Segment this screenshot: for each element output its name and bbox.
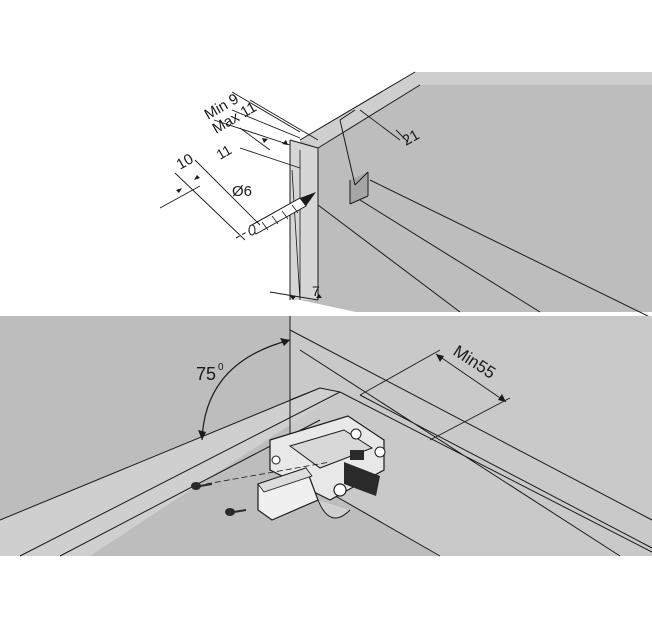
bottom-mounting-diagram: 75 0 Min55 (0, 316, 652, 557)
screw-icon (191, 482, 213, 490)
dim-10-label: 10 (174, 150, 197, 173)
dim-11-label: 11 (214, 141, 235, 162)
cabinet-panel-top (300, 72, 652, 312)
dim-diameter-label: Ø6 (232, 183, 252, 200)
door-panel-edge (0, 388, 340, 556)
drill-bit-icon (235, 192, 316, 239)
cabinet-panel-edge (300, 72, 652, 148)
angle-label: 75 (196, 364, 216, 384)
cabinet-notch (350, 172, 368, 204)
dim-7-label: 7 (312, 283, 320, 299)
dim-21-label: 21 (400, 126, 423, 149)
cabinet-front-edge (290, 140, 318, 300)
angle-unit: 0 (218, 362, 224, 373)
screw-icon-2 (225, 508, 247, 516)
angle-arc (201, 339, 291, 441)
hinge-icon (205, 415, 386, 521)
top-drilling-diagram: Min 9 Max 11 11 10 Ø6 21 7 (159, 71, 652, 319)
side-panel-face (290, 316, 652, 556)
